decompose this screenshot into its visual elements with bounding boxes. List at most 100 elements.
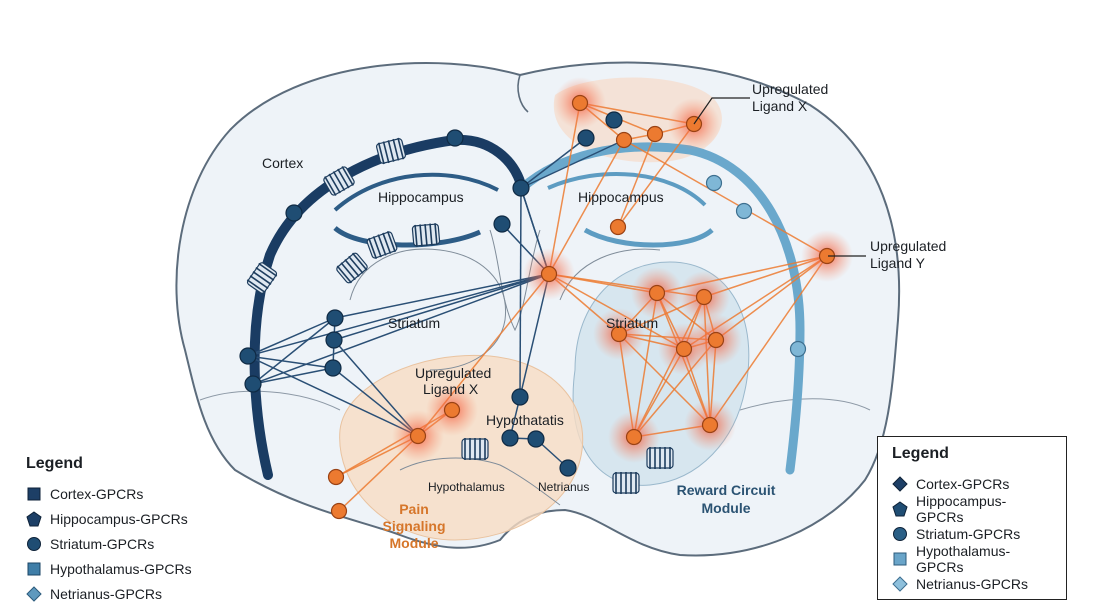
legend-right-title: Legend	[892, 445, 949, 462]
navy-connection-line	[252, 367, 334, 385]
orange-connection-line	[623, 139, 828, 257]
hippocampus-arc-left-outer	[333, 172, 499, 212]
legend-left: Legend Cortex-GPCRs Hippocampus-GPCRs St…	[26, 455, 192, 606]
hypothalamus-label: Hypothalamus	[428, 480, 505, 494]
ligand-node	[625, 428, 643, 446]
legend-left-item: Cortex-GPCRs	[26, 481, 192, 506]
pain-module-label-line3: Module	[390, 535, 439, 551]
legend-left-label: Netrianus-GPCRs	[50, 585, 163, 602]
midline	[517, 74, 529, 113]
cortex-label: Cortex	[262, 155, 303, 171]
pain-module-label-line1: Pain	[399, 501, 429, 517]
gpcr-receptor-icon	[376, 137, 406, 165]
striatum-gpcr-node	[511, 388, 529, 406]
ligand-node	[330, 502, 348, 520]
legend-left-item: Hippocampus-GPCRs	[26, 506, 192, 531]
pentagon-icon	[892, 500, 908, 516]
square-icon	[27, 487, 41, 500]
ligand-x-mid-label-line2: Ligand X	[423, 381, 479, 397]
legend-right-label: Cortex-GPCRs	[916, 475, 1010, 492]
gpcr-receptors	[246, 137, 674, 494]
circle-icon	[893, 526, 907, 541]
legend-left-item: Striatum-GPCRs	[26, 531, 192, 556]
gpcr-receptor-icon	[323, 166, 355, 196]
legend-left-item: Netrianus-GPCRs	[26, 581, 192, 606]
navy-connection-line	[334, 273, 550, 319]
gpcr-receptor-icon	[646, 447, 674, 469]
navy-connection-line	[247, 355, 419, 437]
network-nodes	[239, 94, 836, 520]
striatum-gpcr-node	[239, 347, 257, 365]
navy-connection-line	[333, 273, 550, 341]
legend-right-item: Netrianus-GPCRs	[892, 571, 1052, 596]
inner-contour-left	[199, 390, 341, 411]
legend-left-label: Cortex-GPCRs	[50, 485, 144, 502]
striatum-gpcr-node	[501, 429, 519, 447]
legend-right-label: Hippocampus-GPCRs	[916, 492, 1007, 525]
netrianus-gpcr-node	[705, 174, 723, 192]
ligand-node	[609, 218, 627, 236]
navy-connection-line	[252, 317, 336, 385]
legend-right-label: Striatum-GPCRs	[916, 525, 1021, 542]
orange-connection-line	[548, 102, 581, 275]
ligand-y-label-line2: Ligand Y	[870, 255, 926, 271]
cortex-tract-right	[517, 142, 805, 475]
gpcr-receptor-icon	[246, 262, 278, 294]
reward-module-label-line2: Module	[702, 500, 751, 516]
gpcr-receptor-icon	[336, 252, 368, 284]
circle-icon	[27, 536, 41, 551]
legend-right: Legend Cortex-GPCRs Hippocampus-GPCRs St…	[877, 436, 1067, 600]
ligand-node	[443, 401, 461, 419]
pentagon-icon	[26, 510, 42, 526]
navy-connection-line	[247, 355, 334, 369]
ligand-node	[707, 331, 725, 349]
gpcr-receptor-icon	[366, 230, 398, 260]
striatum-gpcr-node	[605, 111, 623, 129]
square-icon	[27, 562, 41, 575]
striatum-gpcr-node	[446, 129, 464, 147]
hypothalamus-outline	[399, 457, 561, 506]
legend-left-label: Hypothalamus-GPCRs	[50, 560, 192, 577]
diamond-icon	[892, 475, 908, 492]
ligand-x-mid-label-line1: Upregulated	[415, 365, 491, 381]
ligand-node	[648, 284, 666, 302]
ligand-node	[675, 340, 693, 358]
square-icon	[893, 552, 907, 565]
striatum-gpcr-node	[512, 179, 530, 197]
gpcr-receptor-icon	[461, 438, 489, 460]
hippocampus-arc-right-outer	[547, 172, 707, 207]
ligand-node	[615, 131, 633, 149]
navy-connection-line	[519, 187, 522, 398]
ligand-node	[409, 427, 427, 445]
ligand-node	[571, 94, 589, 112]
hippocampus-left-label: Hippocampus	[378, 189, 464, 205]
ligand-y-label-line1: Upregulated	[870, 238, 946, 254]
hippocampus-arc-right-inner	[583, 227, 714, 248]
ligand-node	[327, 468, 345, 486]
striatum-gpcr-node	[493, 215, 511, 233]
striatum-gpcr-node	[527, 430, 545, 448]
striatum-gpcr-node	[244, 375, 262, 393]
legend-left-label: Hippocampus-GPCRs	[50, 510, 188, 527]
striatum-gpcr-node	[285, 204, 303, 222]
diamond-icon	[892, 575, 908, 592]
hippocampus-arc-left-inner	[333, 226, 482, 248]
pain-module-label-line2: Signaling	[383, 518, 446, 534]
legend-right-label: Netrianus-GPCRs	[916, 575, 1029, 592]
striatum-gpcr-node	[324, 359, 342, 377]
striatum-gpcr-node	[577, 129, 595, 147]
striatum-right-label: Striatum	[606, 315, 658, 331]
ligand-node	[540, 265, 558, 283]
legend-left-item: Hypothalamus-GPCRs	[26, 556, 192, 581]
ligand-node	[646, 125, 664, 143]
ligand-node	[610, 325, 628, 343]
ligand-x-top-label-line1: Upregulated	[752, 81, 828, 97]
legend-right-item: Striatum-GPCRs	[892, 521, 1052, 546]
ligand-x-top-label-line2: Ligand X	[752, 98, 808, 114]
legend-right-item: Hippocampus-GPCRs	[892, 493, 1052, 525]
navy-connection-line	[252, 273, 550, 385]
legend-right-item: Cortex-GPCRs	[892, 471, 1052, 496]
netrianus-label: Netrianus	[538, 480, 589, 494]
